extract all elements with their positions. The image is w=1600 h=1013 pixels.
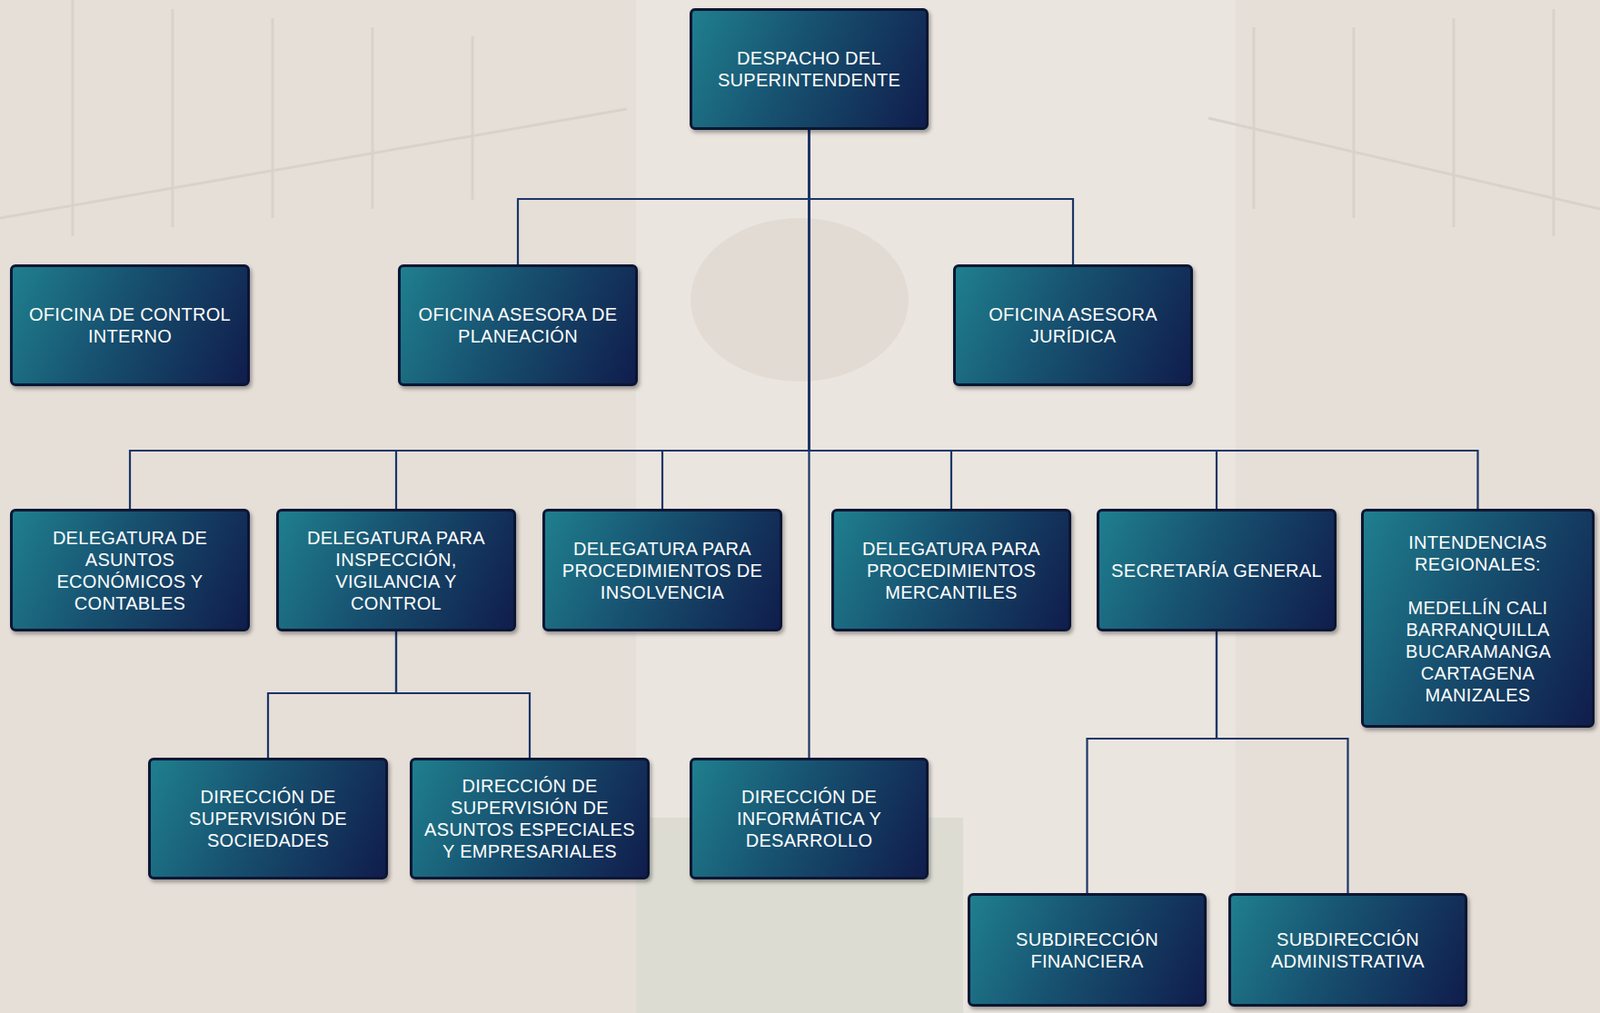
org-connector (396, 631, 530, 758)
org-unit-box: OFICINA ASESORA JURÍDICA (953, 264, 1193, 387)
org-connector (809, 129, 1074, 265)
unit-name: DESPACHO DEL SUPERINTENDENTE (701, 47, 917, 91)
org-unit-box: DIRECCIÓN DE SUPERVISIÓN DE SOCIEDADES (148, 757, 388, 880)
org-unit-box: DESPACHO DEL SUPERINTENDENTE (689, 8, 929, 130)
org-connector (268, 631, 397, 758)
org-connector (662, 129, 810, 509)
org-unit-box: DELEGATURA PARA INSPECCIÓN, VIGILANCIA Y… (276, 508, 517, 632)
unit-name: DELEGATURA PARA PROCEDIMIENTOS MERCANTIL… (843, 537, 1060, 604)
unit-name: INTENDENCIAS REGIONALES: (1372, 531, 1583, 576)
unit-name: OFICINA ASESORA JURÍDICA (964, 303, 1182, 348)
unit-name: DELEGATURA PARA PROCEDIMIENTOS DE INSOLV… (554, 537, 771, 604)
org-unit-box: DELEGATURA DE ASUNTOS ECONÓMICOS Y CONTA… (9, 508, 250, 632)
org-unit-box: DIRECCIÓN DE INFORMÁTICA Y DESARROLLO (689, 757, 929, 880)
org-unit-box: SECRETARÍA GENERAL (1096, 508, 1337, 632)
unit-name: DIRECCIÓN DE SUPERVISIÓN DE SOCIEDADES (159, 785, 377, 852)
org-unit-box: OFICINA DE CONTROL INTERNO (9, 264, 250, 387)
org-unit-box: SUBDIRECCIÓN FINANCIERA (967, 893, 1207, 1007)
org-unit-box: DIRECCIÓN DE SUPERVISIÓN DE ASUNTOS ESPE… (409, 757, 650, 880)
org-connector (1087, 631, 1218, 894)
city-list: MEDELLÍN CALI BARRANQUILLA BUCARAMANGA C… (1405, 596, 1551, 706)
org-connector (809, 129, 1479, 509)
unit-name: DELEGATURA PARA INSPECCIÓN, VIGILANCIA Y… (288, 526, 505, 615)
org-unit-box: DELEGATURA PARA PROCEDIMIENTOS DE INSOLV… (542, 508, 783, 632)
org-connector (1216, 631, 1349, 894)
org-connector (809, 129, 953, 509)
unit-name: SUBDIRECCIÓN ADMINISTRATIVA (1240, 928, 1456, 973)
unit-name: DIRECCIÓN DE SUPERVISIÓN DE ASUNTOS ESPE… (421, 775, 638, 863)
unit-name: DIRECCIÓN DE INFORMÁTICA Y DESARROLLO (701, 785, 917, 852)
org-connector (396, 129, 810, 509)
org-unit-box: SUBDIRECCIÓN ADMINISTRATIVA (1228, 893, 1468, 1007)
org-connector (807, 129, 810, 758)
unit-name: OFICINA DE CONTROL INTERNO (21, 303, 239, 348)
org-unit-box: INTENDENCIAS REGIONALES: MEDELLÍN CALI BA… (1361, 508, 1595, 728)
org-unit-box: DELEGATURA PARA PROCEDIMIENTOS MERCANTIL… (831, 508, 1072, 632)
org-connector (809, 129, 1218, 509)
unit-name: SUBDIRECCIÓN FINANCIERA (979, 928, 1195, 973)
unit-name: SECRETARÍA GENERAL (1111, 559, 1322, 582)
unit-name: OFICINA ASESORA DE PLANEACIÓN (409, 303, 627, 348)
org-unit-box: OFICINA ASESORA DE PLANEACIÓN (397, 264, 638, 387)
org-connector (517, 129, 810, 265)
unit-name: DELEGATURA DE ASUNTOS ECONÓMICOS Y CONTA… (21, 526, 239, 615)
